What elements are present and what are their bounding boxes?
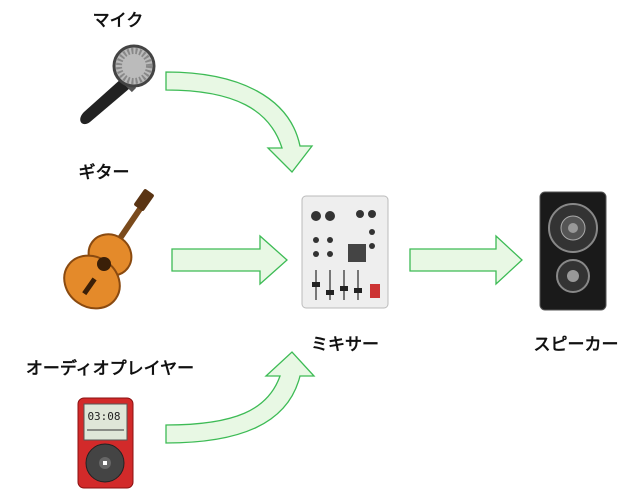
label-player: オーディオプレイヤー [25,359,195,379]
arrow-mic-to-mixer [165,71,314,173]
label-speaker: スピーカー [533,335,619,355]
guitar-icon [63,189,154,310]
audio-player-icon: 03:08 [77,397,134,489]
label-mic: マイク [92,11,144,31]
microphone-icon [80,44,156,125]
label-guitar: ギター [78,163,130,183]
speaker-icon [539,191,607,311]
player-time-display: 03:08 [87,410,120,423]
arrow-player-to-mixer [165,351,316,444]
label-mixer: ミキサー [311,335,379,355]
arrow-guitar-to-mixer [171,234,288,286]
mixer-icon [301,195,389,309]
arrow-mixer-to-speaker [409,234,523,286]
